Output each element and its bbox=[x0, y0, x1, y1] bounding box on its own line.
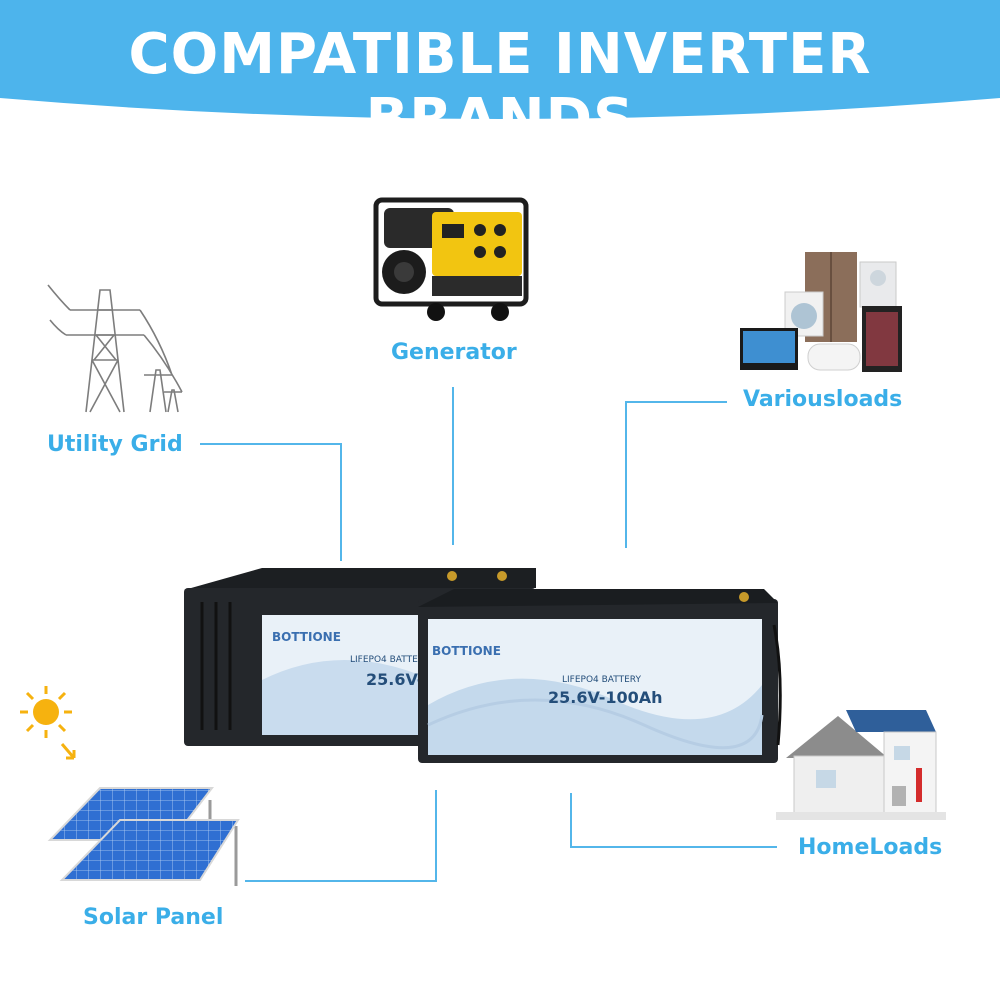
connector-solar-h bbox=[245, 880, 437, 882]
house-icon bbox=[776, 710, 946, 820]
utility-grid-label: Utility Grid bbox=[47, 432, 183, 457]
connector-utility-h bbox=[200, 443, 342, 445]
page-title: COMPATIBLE INVERTER BRANDS bbox=[128, 22, 872, 152]
battery-front-rating: 25.6V-100Ah bbox=[548, 688, 663, 707]
battery-front-type: LIFEPO4 BATTERY bbox=[562, 675, 641, 685]
connector-home-v bbox=[570, 793, 572, 848]
sun-icon bbox=[20, 686, 76, 760]
battery-back-brand: BOTTIONE bbox=[272, 630, 341, 644]
generator-label: Generator bbox=[391, 340, 517, 365]
solar-panel-icon bbox=[47, 787, 240, 886]
connector-home-h bbox=[570, 846, 777, 848]
appliances-icon bbox=[740, 252, 902, 372]
battery-front bbox=[418, 589, 782, 763]
battery-back-type: LIFEPO4 BATTERY bbox=[350, 655, 429, 665]
various-loads-label: Variousloads bbox=[743, 387, 903, 412]
connector-loads-h bbox=[625, 401, 727, 403]
connector-generator bbox=[452, 387, 454, 545]
connector-solar-v bbox=[435, 790, 437, 882]
header-banner bbox=[0, 0, 1000, 119]
power-tower-icon bbox=[47, 284, 183, 413]
generator-icon bbox=[373, 197, 529, 321]
home-loads-label: HomeLoads bbox=[798, 835, 943, 860]
connector-loads-v bbox=[625, 401, 627, 548]
battery-back-rating: 25.6V-100 bbox=[366, 670, 422, 689]
battery-front-brand: BOTTIONE bbox=[432, 644, 501, 658]
solar-panel-label: Solar Panel bbox=[83, 905, 224, 930]
connector-utility-v bbox=[340, 443, 342, 561]
